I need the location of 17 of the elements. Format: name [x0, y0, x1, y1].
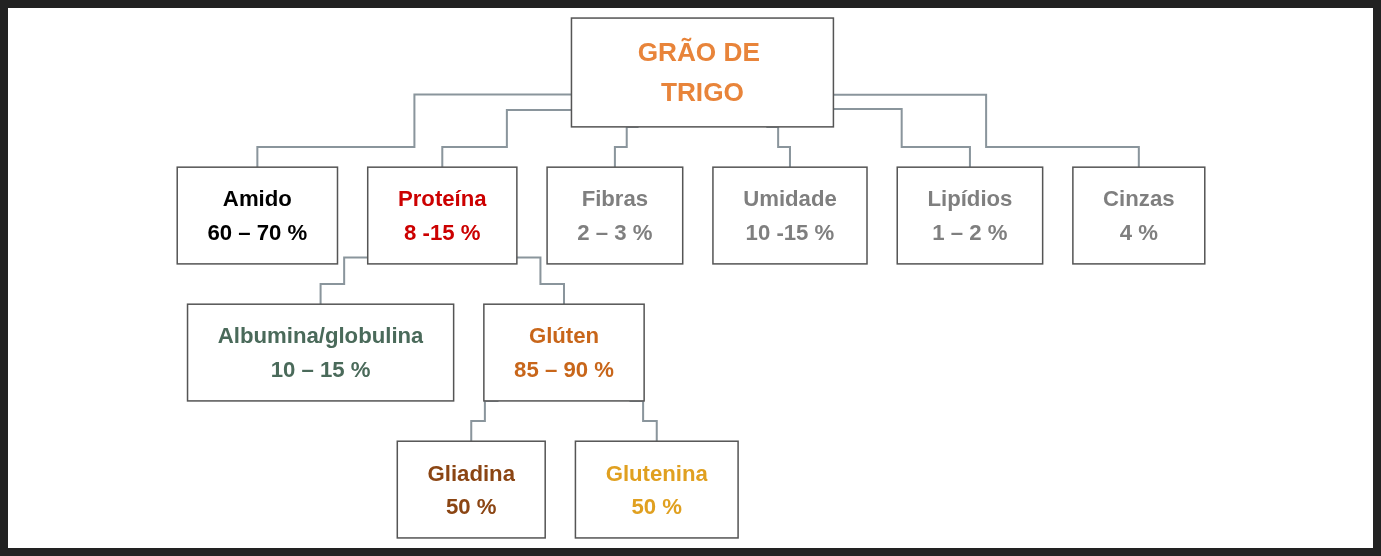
- node-box: Glúten 85 – 90 %: [482, 303, 645, 402]
- connector: [255, 93, 571, 169]
- node-box: GRÃO DE TRIGO: [570, 17, 834, 128]
- node-box: Fibras 2 – 3 %: [545, 166, 683, 265]
- node-box: Glutenina 50 %: [574, 440, 739, 539]
- node-box: Proteína 8 -15 %: [366, 166, 518, 265]
- node-box: Umidade 10 -15 %: [711, 166, 868, 265]
- connector: [516, 256, 565, 306]
- connector: [832, 93, 1140, 169]
- node-box: Cinzas 4 %: [1071, 166, 1206, 265]
- connector: [440, 109, 571, 169]
- node-box: Albumina/globulina 10 – 15 %: [186, 303, 454, 402]
- node-box: Gliadina 50 %: [396, 440, 546, 539]
- connector: [319, 256, 368, 306]
- connector: [832, 107, 971, 169]
- node-box: Amido 60 – 70 %: [175, 166, 338, 265]
- node-box: Lipídios 1 – 2 %: [895, 166, 1043, 265]
